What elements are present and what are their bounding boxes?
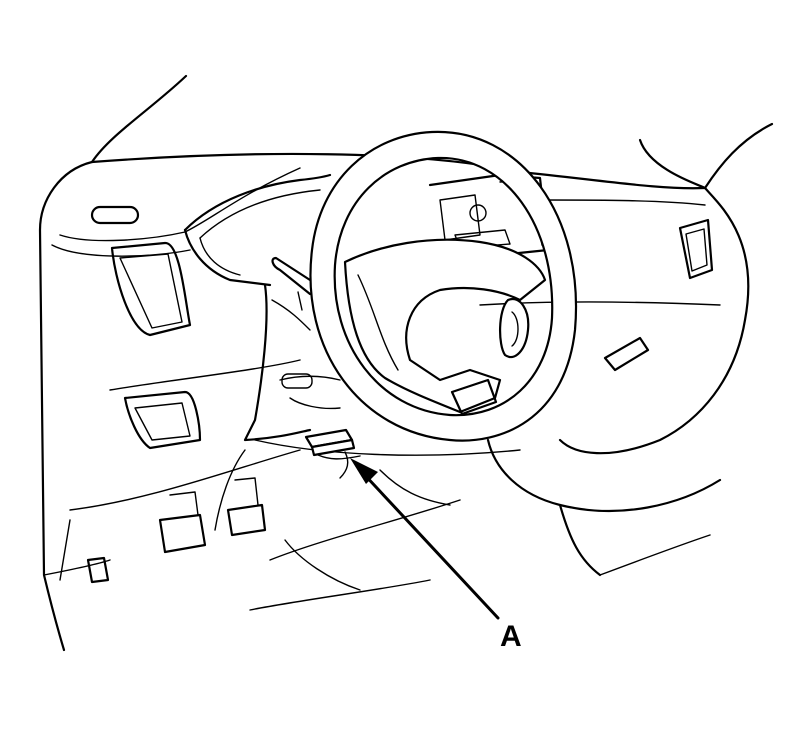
left-air-vent: [90, 205, 202, 450]
right-air-vent: [603, 218, 714, 372]
callout-label-a: A: [500, 620, 522, 653]
lower-dash-panel: [214, 256, 521, 531]
instrument-cluster: [183, 173, 332, 287]
steering-wheel: [309, 130, 578, 442]
pedals: [86, 469, 461, 611]
connector-a: [304, 428, 361, 479]
callout-a-leader: [350, 458, 500, 620]
